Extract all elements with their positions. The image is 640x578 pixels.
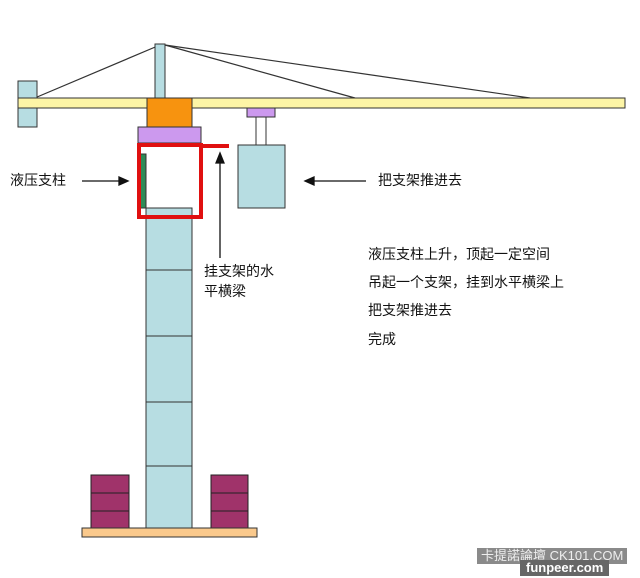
slewing-unit bbox=[146, 97, 193, 128]
label-push-bracket: 把支架推进去 bbox=[378, 173, 462, 189]
label-hang-beam-1: 挂支架的水 bbox=[204, 264, 274, 280]
ballast-left bbox=[90, 474, 130, 529]
cable bbox=[29, 44, 161, 101]
tower-mast bbox=[145, 207, 193, 529]
lifted-mast-section bbox=[237, 144, 286, 209]
ballast-right bbox=[210, 474, 249, 529]
mast-top bbox=[154, 43, 166, 101]
cable bbox=[164, 44, 356, 99]
step-1: 液压支柱上升，顶起一定空间 bbox=[368, 247, 550, 263]
step-4: 完成 bbox=[368, 332, 396, 348]
base-plate bbox=[81, 527, 258, 538]
label-hang-beam-2: 平横梁 bbox=[204, 284, 246, 300]
watermark-funpeer: funpeer.com bbox=[520, 560, 610, 576]
label-hydraulic-column: 液压支柱 bbox=[10, 173, 66, 189]
turntable bbox=[137, 126, 202, 144]
step-2: 吊起一个支架，挂到水平横梁上 bbox=[368, 275, 564, 291]
cable bbox=[164, 44, 531, 99]
jib-boom bbox=[17, 97, 626, 109]
trolley bbox=[246, 107, 276, 118]
step-3: 把支架推进去 bbox=[368, 303, 452, 319]
highlight-box bbox=[137, 143, 203, 219]
